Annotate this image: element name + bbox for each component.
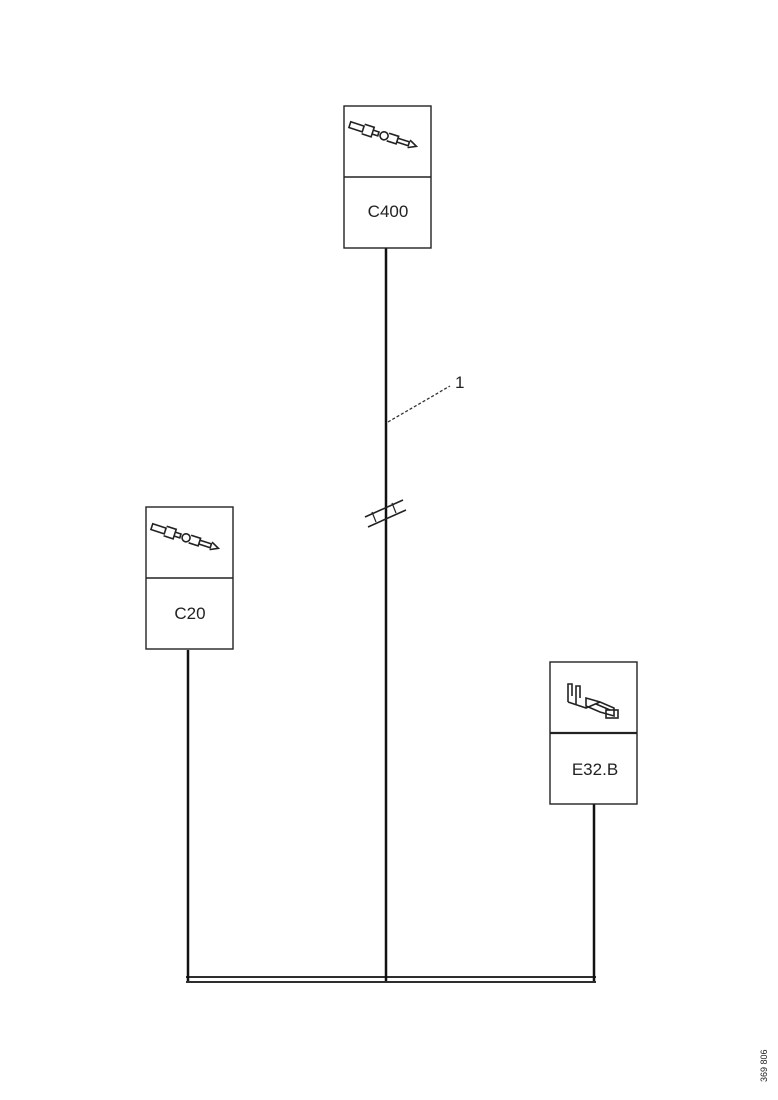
terminal-pin-icon [347, 120, 419, 149]
wires [186, 248, 596, 983]
callout-leader [387, 385, 451, 423]
connector-e32b[interactable]: E32.B [549, 661, 638, 805]
connector-c20[interactable]: C20 [145, 506, 234, 650]
callout-1: 1 [387, 373, 464, 423]
figure-reference: 369 806 [759, 1049, 769, 1082]
wire-break-mark [364, 499, 407, 528]
connector-c20-label: C20 [174, 604, 205, 623]
callout-label: 1 [455, 373, 464, 392]
connector-c400-label: C400 [368, 202, 409, 221]
connector-e32b-label: E32.B [572, 760, 618, 779]
terminal-pin-icon [149, 522, 221, 551]
terminal-tab-icon [567, 683, 619, 719]
connector-c400[interactable]: C400 [343, 105, 432, 249]
